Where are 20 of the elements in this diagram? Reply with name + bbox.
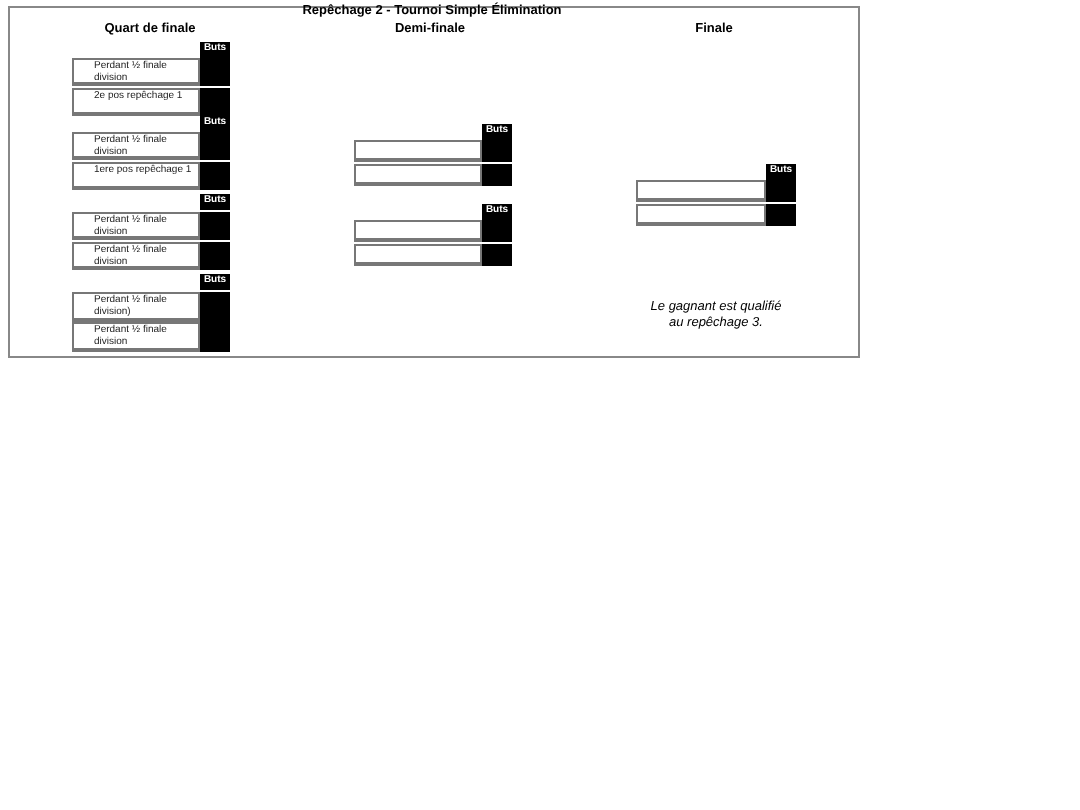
score-box xyxy=(482,244,512,266)
team-slot xyxy=(636,180,766,202)
score-box xyxy=(200,242,230,270)
score-box xyxy=(200,322,230,352)
score-box xyxy=(766,204,796,226)
score-box xyxy=(200,58,230,86)
score-box xyxy=(482,140,512,162)
team-slot xyxy=(354,220,482,242)
score-box xyxy=(200,88,230,116)
score-box xyxy=(200,292,230,322)
score-box xyxy=(482,220,512,242)
team-slot xyxy=(354,244,482,266)
score-box xyxy=(766,180,796,202)
score-box xyxy=(482,164,512,186)
score-box xyxy=(200,132,230,160)
team-slot xyxy=(636,204,766,226)
team-slot xyxy=(354,140,482,162)
team-slot xyxy=(354,164,482,186)
score-box xyxy=(200,212,230,240)
score-box xyxy=(200,162,230,190)
